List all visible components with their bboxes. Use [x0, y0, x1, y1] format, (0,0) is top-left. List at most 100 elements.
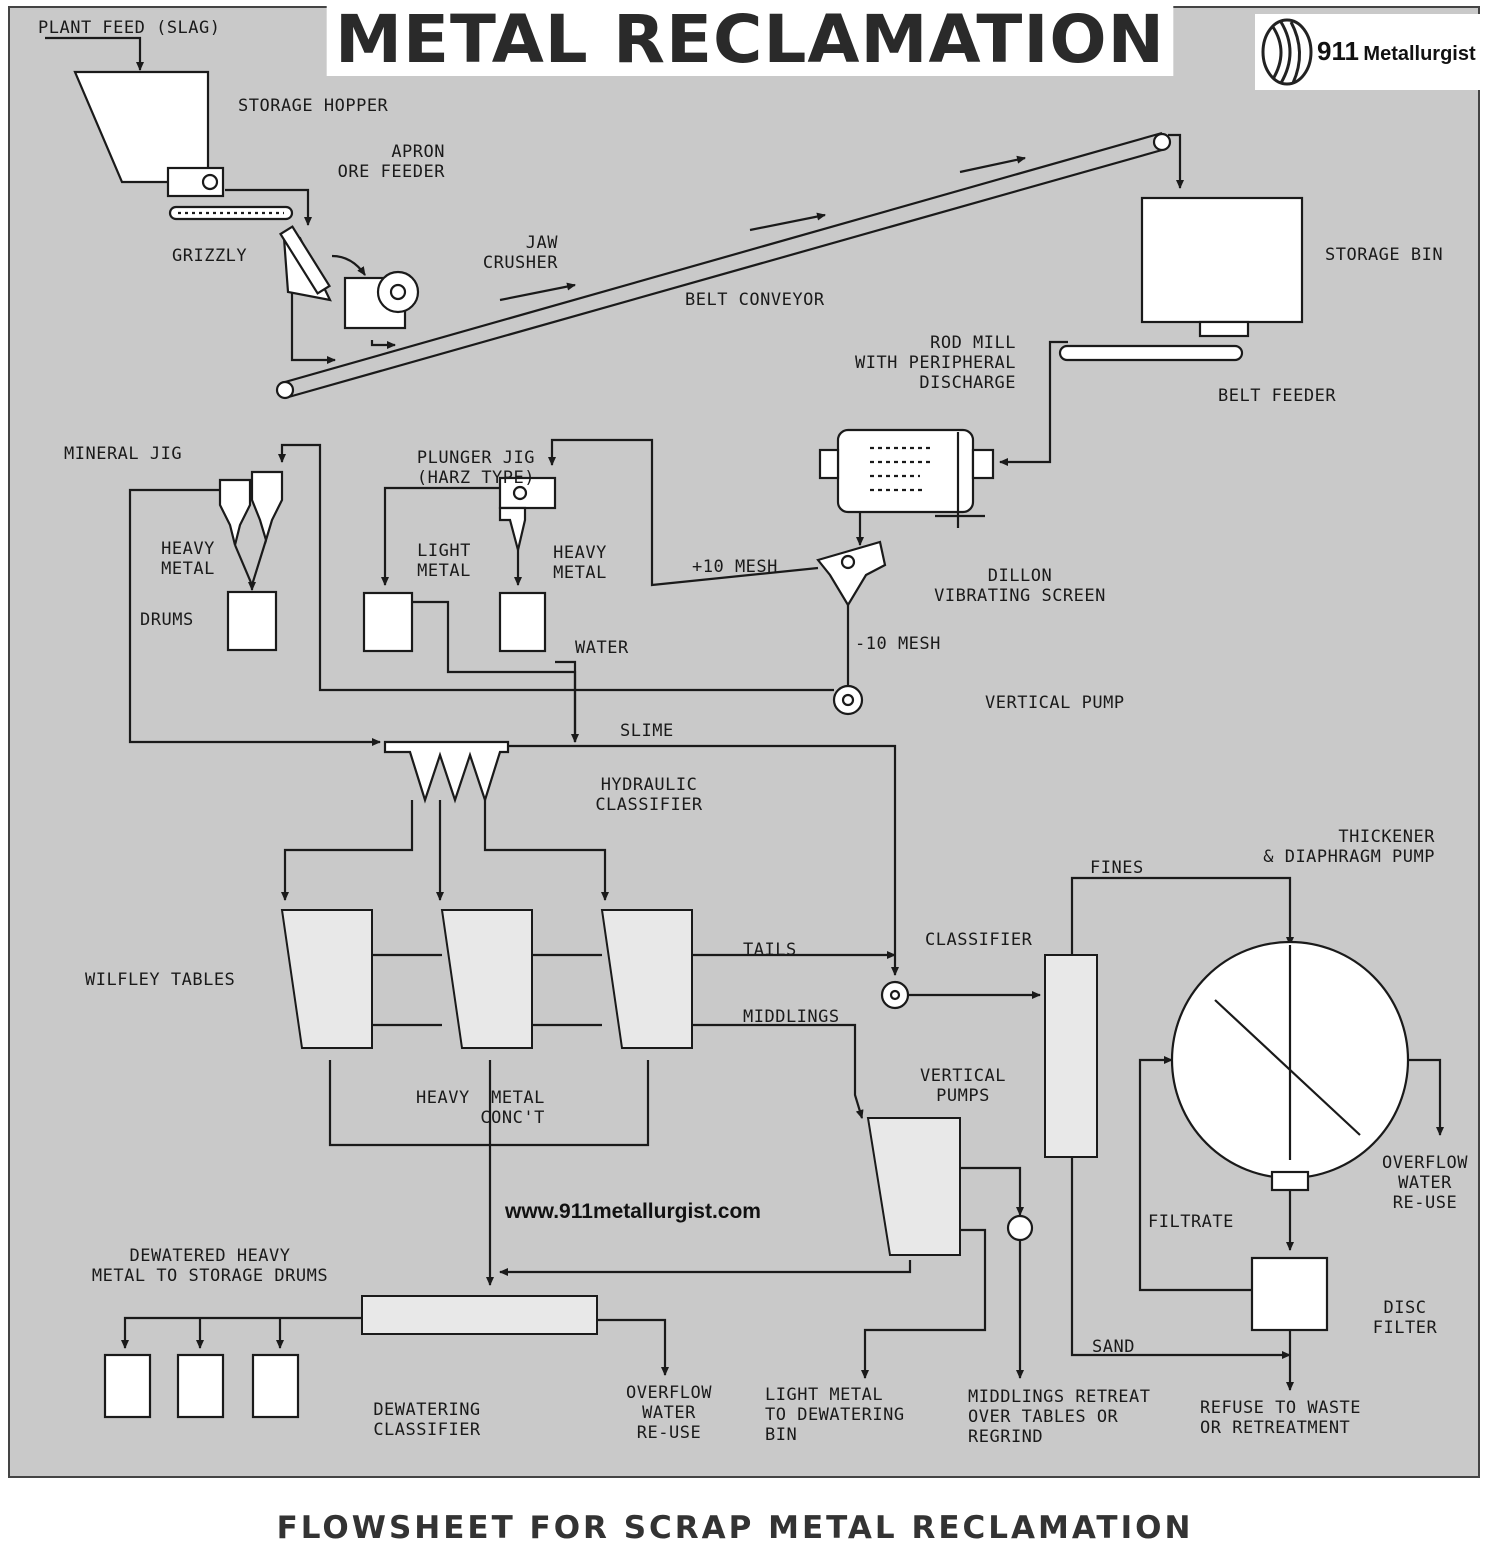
logo-word: Metallurgist — [1363, 43, 1476, 65]
label-jaw-crusher: JAW CRUSHER — [482, 233, 558, 273]
wilfley-table-middlings — [866, 1117, 961, 1256]
label-belt-feeder: BELT FEEDER — [1218, 386, 1337, 406]
jaw-crusher-hub — [389, 283, 407, 301]
label-drums: DRUMS — [140, 610, 194, 630]
belt-conveyor-top — [284, 131, 1163, 384]
feeder-to-mill-line — [999, 340, 1068, 466]
conveyor-head-pulley — [1152, 132, 1172, 152]
middlings-table-to-pump-line — [960, 1166, 1024, 1216]
pump-to-mineral-jig-line — [278, 443, 834, 692]
storage-hopper — [73, 70, 210, 184]
mineral-jig-tails-line — [128, 488, 381, 746]
vertical-pump-middlings — [1006, 1214, 1034, 1242]
conveyor-arrow-2 — [749, 212, 826, 232]
plant-feed-line — [45, 36, 144, 71]
middlings-lines — [372, 1023, 862, 1118]
label-light-metal: LIGHT METAL — [417, 541, 471, 581]
website-url: www.911metallurgist.com — [505, 1200, 761, 1223]
wilfley-table-2 — [440, 909, 533, 1049]
label-vertical-pumps: VERTICAL PUMPS — [920, 1066, 1006, 1106]
label-minus-10-mesh: -10 MESH — [855, 634, 941, 654]
jaw-flow-line — [331, 254, 366, 276]
label-storage-hopper: STORAGE HOPPER — [238, 96, 389, 116]
label-water: WATER — [575, 638, 629, 658]
label-classifier: CLASSIFIER — [925, 930, 1033, 950]
spiral-classifier — [1044, 954, 1098, 1158]
belt-conveyor-bottom — [284, 148, 1163, 400]
label-plant-feed: PLANT FEED (SLAG) — [38, 18, 221, 38]
thickener-overflow-line — [1408, 1058, 1444, 1136]
label-vertical-pump: VERTICAL PUMP — [985, 693, 1125, 713]
label-storage-bin: STORAGE BIN — [1325, 245, 1444, 265]
dewatering-overflow-line — [597, 1318, 669, 1376]
label-sand: SAND — [1092, 1337, 1135, 1357]
sand-line — [1070, 1157, 1291, 1359]
wilfley-table-3 — [600, 909, 693, 1049]
logo-swirl-icon — [1261, 18, 1313, 86]
plus-10-mesh-return-line — [548, 438, 819, 587]
storage-drum-3 — [251, 1353, 300, 1419]
apron-to-jaw-line — [225, 188, 312, 226]
label-mineral-jig: MINERAL JIG — [64, 444, 183, 464]
label-wilfley-tables: WILFLEY TABLES — [85, 970, 236, 990]
classifier-to-table-1-line — [281, 800, 414, 901]
label-hydraulic-classifier: HYDRAULIC CLASSIFIER — [595, 775, 703, 815]
label-middlings: MIDDLINGS — [743, 1007, 840, 1027]
fines-line — [1070, 876, 1294, 955]
vertical-pump-hub — [841, 693, 855, 707]
mineral-jig — [218, 478, 252, 546]
label-overflow-water-bottom: OVERFLOW WATER RE-USE — [626, 1383, 712, 1443]
plunger-jig-hutch — [498, 506, 527, 551]
wilfley-table-1 — [280, 909, 373, 1049]
label-dewatering-classifier: DEWATERING CLASSIFIER — [373, 1400, 481, 1440]
filtrate-line — [1138, 1056, 1252, 1292]
belt-feeder — [1058, 344, 1244, 362]
classifier-pump-hub — [889, 989, 901, 1001]
dewatering-classifier — [361, 1295, 598, 1335]
jaw-crusher-jaw — [279, 225, 331, 295]
thickener-rake — [1214, 999, 1361, 1136]
label-middlings-retreat: MIDDLINGS RETREAT OVER TABLES OR REGRIND — [968, 1387, 1151, 1447]
water-line — [555, 660, 579, 743]
label-heavy-metal-conct: HEAVY METAL CONC'T — [416, 1088, 545, 1128]
light-metal-water-line — [412, 600, 577, 742]
label-tails: TAILS — [743, 940, 797, 960]
label-slime: SLIME — [620, 721, 674, 741]
label-plunger-jig: PLUNGER JIG (HARZ TYPE) — [416, 448, 535, 488]
label-refuse: REFUSE TO WASTE OR RETREATMENT — [1200, 1398, 1362, 1438]
drum-heavy-metal — [498, 591, 547, 653]
conveyor-to-bin-line — [1168, 133, 1184, 189]
label-heavy-metal-mid: HEAVY METAL — [553, 543, 607, 583]
classifier-to-table-3-line — [483, 800, 609, 901]
label-dillon-screen: DILLON VIBRATING SCREEN — [934, 566, 1106, 606]
label-belt-conveyor: BELT CONVEYOR — [685, 290, 825, 310]
figure-caption: FLOWSHEET FOR SCRAP METAL RECLAMATION — [276, 1510, 1194, 1546]
rod-mill — [836, 428, 975, 514]
page-title: METAL RECLAMATION — [326, 4, 1174, 76]
storage-drum-1 — [103, 1353, 152, 1419]
conveyor-arrow-3 — [959, 155, 1026, 174]
label-heavy-metal-left: HEAVY METAL — [161, 539, 215, 579]
drum-mineral-jig — [226, 590, 278, 652]
diaphragm-pump — [1270, 1170, 1310, 1192]
dillon-vibrating-screen — [816, 540, 887, 608]
grizzly — [168, 205, 294, 221]
label-overflow-water-right: OVERFLOW WATER RE-USE — [1382, 1153, 1468, 1213]
crusher-discharge-line — [370, 340, 396, 349]
drum-light-metal — [362, 591, 414, 653]
rod-mill-trunnion-right — [971, 448, 995, 480]
hydraulic-classifier — [383, 740, 510, 804]
screen-eccentric — [840, 554, 856, 570]
plunger-jig-plunger — [512, 485, 528, 501]
apron-feeder-pulley — [201, 173, 219, 191]
label-light-metal-dewatering: LIGHT METAL TO DEWATERING BIN — [765, 1385, 905, 1445]
plunger-jig — [498, 476, 557, 510]
storage-bin-gate — [1198, 320, 1250, 338]
mineral-jig-discharge-2 — [248, 539, 268, 591]
label-fines: FINES — [1090, 858, 1144, 878]
logo-number: 911 — [1317, 36, 1359, 66]
light-metal-dewatering-line — [861, 1228, 987, 1379]
dewatered-line — [121, 1316, 362, 1349]
label-grizzly: GRIZZLY — [172, 246, 248, 266]
storage-bin — [1140, 196, 1304, 324]
